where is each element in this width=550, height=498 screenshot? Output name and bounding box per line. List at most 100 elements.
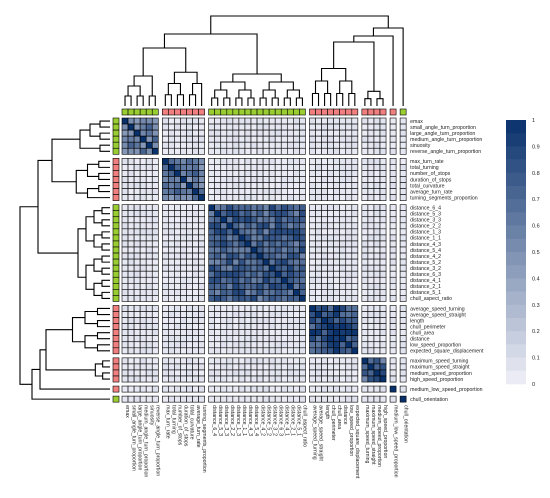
heatmap-cell <box>351 158 359 165</box>
heatmap-cell <box>198 323 205 330</box>
heatmap-cell <box>121 270 129 278</box>
heatmap-cell <box>299 282 306 290</box>
heatmap-cell <box>399 305 407 312</box>
column-dendrogram-branch <box>148 95 156 106</box>
heatmap-cell <box>327 295 334 302</box>
heatmap-cell <box>345 135 353 143</box>
heatmap-cell <box>321 385 328 393</box>
heatmap-cell <box>351 295 359 302</box>
row-dendrogram-branch <box>84 310 98 325</box>
heatmap-cell <box>250 222 258 230</box>
heatmap-cell <box>174 158 181 165</box>
heatmap-cell <box>244 204 252 211</box>
heatmap-cell <box>367 395 375 403</box>
heatmap-cell <box>315 311 322 318</box>
heatmap-cell <box>220 158 228 165</box>
heatmap-cell <box>232 210 240 218</box>
heatmap-cell <box>198 170 205 177</box>
heatmap-cell <box>315 329 322 336</box>
heatmap-cell <box>345 158 353 165</box>
heatmap-cell <box>379 234 387 242</box>
heatmap-cell <box>198 357 205 365</box>
heatmap-cell <box>145 357 153 365</box>
heatmap-cell <box>192 270 199 278</box>
column-label: high_speed_proportion <box>382 405 388 458</box>
heatmap-cell <box>262 270 270 278</box>
heatmap-cell <box>192 305 199 312</box>
heatmap-cell <box>361 311 369 318</box>
heatmap-cell <box>145 164 153 171</box>
heatmap-cell <box>309 252 316 260</box>
heatmap-cell <box>192 210 199 218</box>
heatmap-cell <box>256 194 264 201</box>
heatmap-cell <box>133 164 141 171</box>
heatmap-cell <box>139 117 147 125</box>
heatmap-cell <box>268 341 276 349</box>
heatmap-cell <box>274 369 282 377</box>
heatmap-cell <box>280 123 288 131</box>
heatmap-cell <box>168 240 175 248</box>
heatmap-cell <box>339 395 347 403</box>
heatmap-cell <box>333 204 340 211</box>
heatmap-cell <box>133 289 141 296</box>
heatmap-cell <box>186 369 193 377</box>
row-dendrogram-branch <box>94 363 103 377</box>
heatmap-cell <box>379 222 387 230</box>
heatmap-cell <box>139 369 147 377</box>
heatmap-cell <box>361 252 369 260</box>
heatmap-cell <box>345 295 353 302</box>
heatmap-cell <box>399 270 407 278</box>
heatmap-cell <box>186 135 193 143</box>
heatmap-cell <box>274 228 282 236</box>
heatmap-cell <box>339 317 347 324</box>
heatmap-cell <box>232 341 240 349</box>
legend-color-step <box>506 252 526 266</box>
heatmap-cell <box>162 182 169 189</box>
heatmap-cell <box>345 188 353 195</box>
heatmap-cell <box>208 258 215 266</box>
legend-color-step <box>506 331 526 345</box>
heatmap-cell <box>208 357 215 365</box>
heatmap-cell <box>162 204 169 211</box>
heatmap-cell <box>256 282 264 290</box>
heatmap-cell <box>174 234 181 242</box>
heatmap-cell <box>139 329 147 336</box>
heatmap-cell <box>361 329 369 336</box>
heatmap-cell <box>186 270 193 278</box>
heatmap-cell <box>127 363 135 371</box>
column-label: distance_2_2 <box>229 405 235 436</box>
heatmap-cell <box>151 234 159 242</box>
heatmap-cell <box>127 305 135 312</box>
heatmap-cell <box>186 341 193 349</box>
heatmap-cell <box>351 264 359 272</box>
heatmap-cell <box>214 317 222 324</box>
heatmap-cell <box>293 385 300 393</box>
column-label: distance_6_3 <box>277 405 283 436</box>
heatmap-cell <box>139 204 147 211</box>
heatmap-cell <box>145 258 153 266</box>
heatmap-cell <box>309 194 316 201</box>
heatmap-cell <box>180 188 187 195</box>
heatmap-cell <box>361 240 369 248</box>
heatmap-cell <box>174 295 181 302</box>
heatmap-cell <box>151 311 159 318</box>
heatmap-cell <box>208 216 215 224</box>
heatmap-cell <box>315 258 322 266</box>
heatmap-cell <box>198 305 205 312</box>
heatmap-cell <box>162 135 169 143</box>
heatmap-cell <box>280 341 288 349</box>
heatmap-cell <box>250 216 258 224</box>
column-dendrogram-branch <box>211 97 219 106</box>
heatmap-cell <box>186 264 193 272</box>
heatmap-cell <box>399 264 407 272</box>
row-label: low_speed_proportion <box>410 343 461 349</box>
heatmap-cell <box>280 347 288 355</box>
heatmap-cell <box>256 395 264 403</box>
heatmap-cell <box>351 276 359 284</box>
heatmap-cell <box>180 323 187 330</box>
heatmap-cell <box>379 369 387 377</box>
heatmap-cell <box>299 123 306 131</box>
heatmap-cell <box>262 188 270 195</box>
heatmap-cell <box>361 170 369 177</box>
heatmap-cell <box>192 323 199 330</box>
